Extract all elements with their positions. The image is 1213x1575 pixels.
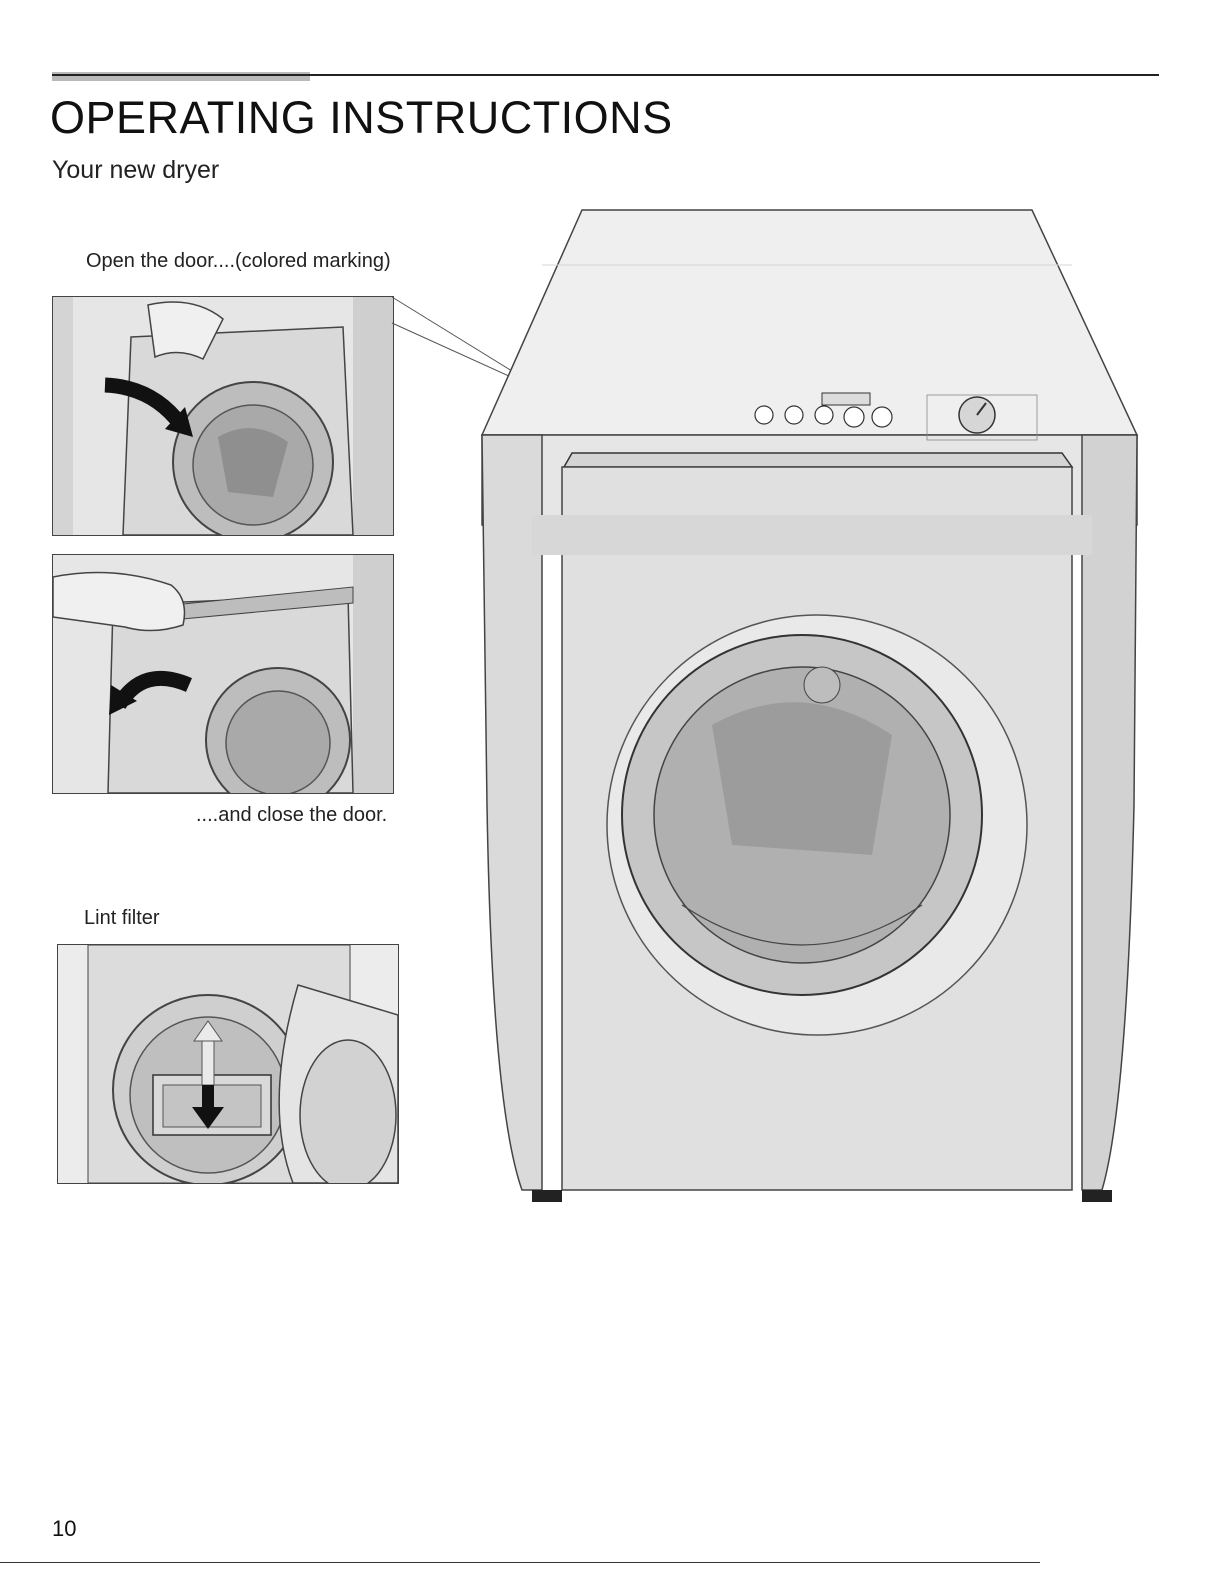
page-number: 10 (52, 1516, 76, 1542)
footer-rule (0, 1562, 1040, 1563)
caption-open-door: Open the door....(colored marking) (86, 250, 391, 273)
dryer-illustration (382, 205, 1162, 1220)
caption-lint-filter: Lint filter (84, 907, 160, 930)
caption-close-door: ....and close the door. (196, 804, 387, 827)
page-title: OPERATING INSTRUCTIONS (50, 92, 673, 144)
header-rule (52, 74, 1159, 76)
photo-close-door (52, 554, 394, 794)
photo-lint-filter (57, 944, 399, 1184)
photo-open-door (52, 296, 394, 536)
page-subtitle: Your new dryer (52, 156, 219, 185)
